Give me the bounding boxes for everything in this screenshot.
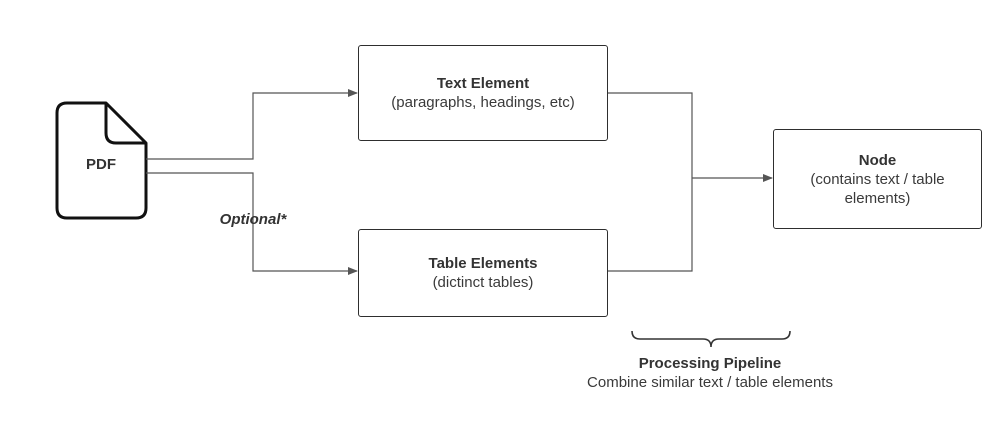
pdf-document-icon <box>55 101 148 220</box>
text-element-title: Text Element <box>436 75 530 92</box>
pdf-label: PDF <box>86 156 116 173</box>
text-element-subtitle: (paragraphs, headings, etc) <box>391 94 575 111</box>
processing-pipeline-label: Processing Pipeline Combine similar text… <box>550 354 870 392</box>
connector-pdf-to-table-elements <box>146 172 358 275</box>
table-elements-subtitle: (dictinct tables) <box>432 274 534 291</box>
node-box: Node (contains text / table elements) <box>773 129 982 229</box>
text-element-box: Text Element (paragraphs, headings, etc) <box>358 45 608 141</box>
connector-table-elements-to-merge <box>608 178 693 272</box>
node-description-line-1: (contains text / table <box>810 170 945 188</box>
connector-text-element-to-merge <box>608 92 693 178</box>
optional-label: Optional* <box>219 211 287 228</box>
table-elements-box: Table Elements (dictinct tables) <box>358 229 608 317</box>
processing-pipeline-subtitle: Combine similar text / table elements <box>587 374 833 391</box>
node-description-line-2: elements) <box>844 189 911 207</box>
processing-pipeline-title: Processing Pipeline <box>638 355 782 372</box>
processing-pipeline-brace <box>631 330 791 348</box>
node-title: Node <box>858 151 897 169</box>
table-elements-title: Table Elements <box>428 255 538 272</box>
connector-pdf-to-text-element <box>146 89 358 160</box>
